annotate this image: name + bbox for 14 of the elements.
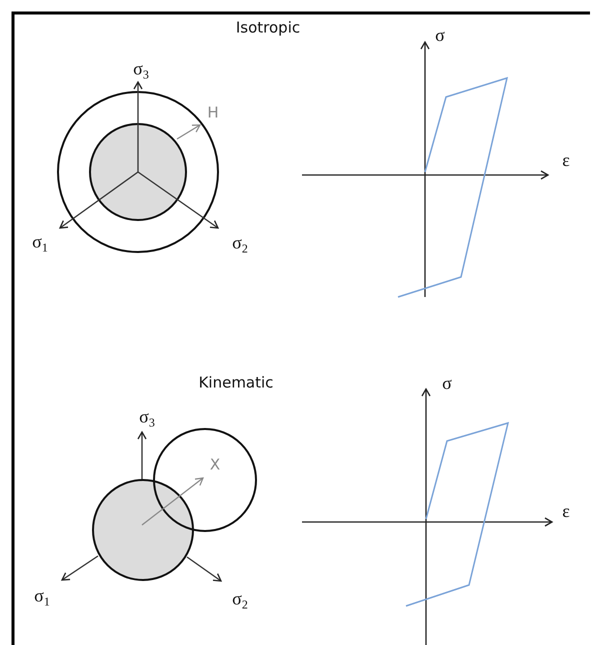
panel-title: Isotropic [236, 20, 300, 36]
axis-label: σ$_{3}$ [139, 408, 155, 428]
axis-label: ε [562, 502, 570, 520]
axis-label: ε [562, 151, 570, 169]
axis-label: σ$_{1}$ [32, 232, 48, 254]
axis-label: σ$_{1}$ [34, 586, 50, 608]
axis-label: σ$_{3}$ [133, 60, 149, 80]
axis-label: σ$_{2}$ [232, 234, 248, 254]
axis-label: σ [435, 26, 445, 44]
vector-label: X [210, 458, 220, 472]
vector-label: H [207, 106, 219, 120]
axis-label: σ [442, 374, 452, 392]
axis-label: σ$_{2}$ [232, 590, 248, 610]
panel-title: Kinematic [198, 376, 274, 390]
